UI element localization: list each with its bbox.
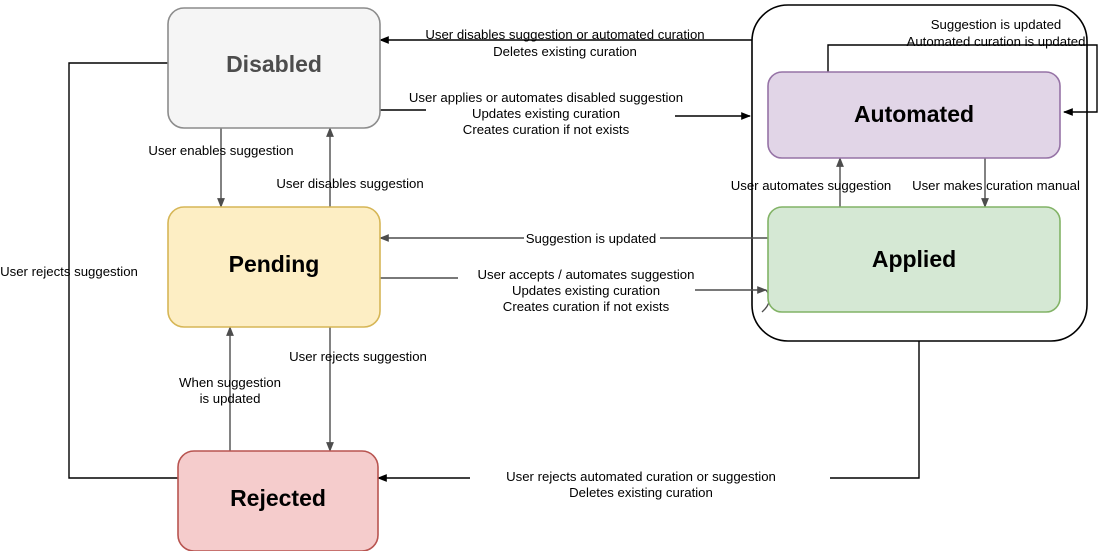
- edge-label-disabled-to-automated: User applies or automates disabled sugge…: [409, 90, 683, 137]
- state-automated-box[interactable]: [767, 71, 1061, 159]
- state-disabled-box[interactable]: [167, 7, 381, 129]
- edge-label-disabled-to-pending: User enables suggestion: [148, 143, 293, 158]
- edge-label-applied-to-pending: Suggestion is updated: [526, 231, 657, 246]
- edge-label-line: Creates curation if not exists: [503, 299, 670, 314]
- edge-label-line: Suggestion is updated: [931, 17, 1062, 32]
- edge-label-line: When suggestion: [179, 375, 281, 390]
- edge-label-applied-to-automated: User automates suggestion: [731, 178, 892, 193]
- edge-label-line: Deletes existing curation: [569, 485, 713, 500]
- edge-label-pending-to-disabled: User disables suggestion: [276, 176, 423, 191]
- edge-label-line: User rejects suggestion: [0, 264, 138, 279]
- state-disabled-label: Disabled: [226, 51, 322, 77]
- edge-curation-to-rejected: [378, 341, 920, 478]
- state-applied-box[interactable]: [767, 206, 1061, 313]
- state-pending-box[interactable]: [167, 206, 381, 328]
- edge-label-line: Deletes existing curation: [493, 44, 637, 59]
- edge-label-line: User rejects suggestion: [289, 349, 427, 364]
- edge-label-curation-to-rejected: User rejects automated curation or sugge…: [506, 469, 776, 500]
- state-pending[interactable]: Pending: [167, 206, 381, 328]
- edge-label-automated-to-applied: User makes curation manual: [912, 178, 1080, 193]
- edge-label-disabled-to-rejected: User rejects suggestion: [0, 264, 138, 279]
- state-pending-label: Pending: [229, 251, 320, 277]
- edge-label-automated-to-disabled: User disables suggestion or automated cu…: [425, 27, 704, 59]
- edge-label-line: is updated: [200, 391, 261, 406]
- edge-label-line: Creates curation if not exists: [463, 122, 630, 137]
- edge-label-line: User disables suggestion or automated cu…: [425, 27, 704, 42]
- edge-disabled-to-automated: [380, 110, 750, 116]
- edge-label-pending-to-applied: User accepts / automates suggestion Upda…: [478, 267, 695, 314]
- edge-label-line: Suggestion is updated: [526, 231, 657, 246]
- edge-label-line: Automated curation is updated: [907, 34, 1086, 49]
- state-automated-label: Automated: [854, 101, 974, 127]
- edge-label-line: Updates existing curation: [472, 106, 620, 121]
- state-rejected-label: Rejected: [230, 485, 326, 511]
- edge-label-automated-self-loop: Suggestion is updated Automated curation…: [907, 17, 1086, 49]
- state-rejected-box[interactable]: [177, 450, 379, 551]
- state-disabled[interactable]: Disabled: [167, 7, 381, 129]
- edge-label-line: User accepts / automates suggestion: [478, 267, 695, 282]
- edge-label-line: User disables suggestion: [276, 176, 423, 191]
- state-applied-label: Applied: [872, 246, 956, 272]
- state-rejected[interactable]: Rejected: [177, 450, 379, 551]
- edge-label-line: User enables suggestion: [148, 143, 293, 158]
- edge-label-line: User makes curation manual: [912, 178, 1080, 193]
- state-automated[interactable]: Automated: [767, 71, 1061, 159]
- edge-label-rejected-to-pending: When suggestion is updated: [179, 375, 281, 406]
- state-applied[interactable]: Applied: [767, 206, 1061, 313]
- edge-label-line: User applies or automates disabled sugge…: [409, 90, 683, 105]
- edge-automated-self-loop: [827, 44, 1098, 116]
- edge-label-pending-to-rejected: User rejects suggestion: [289, 349, 427, 364]
- edge-label-line: User rejects automated curation or sugge…: [506, 469, 776, 484]
- edge-label-line: User automates suggestion: [731, 178, 892, 193]
- edge-label-line: Updates existing curation: [512, 283, 660, 298]
